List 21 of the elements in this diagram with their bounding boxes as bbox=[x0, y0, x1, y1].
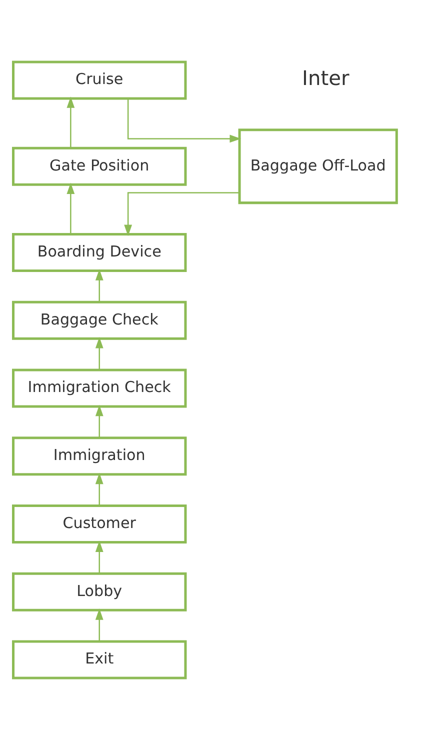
arrow bbox=[124, 192, 240, 236]
node-box: Gate Position bbox=[12, 146, 187, 186]
node-box: Lobby bbox=[12, 572, 187, 612]
arrow bbox=[127, 98, 242, 143]
arrow bbox=[66, 182, 75, 234]
node-box: Boarding Device bbox=[12, 232, 187, 272]
node-box: Cruise bbox=[12, 60, 187, 100]
arrow bbox=[95, 472, 104, 506]
label: Inter bbox=[302, 66, 350, 90]
node-box: Immigration Check bbox=[12, 368, 187, 408]
arrow bbox=[95, 269, 104, 302]
arrow bbox=[95, 336, 104, 370]
node-box: Customer bbox=[12, 504, 187, 544]
node-box: Baggage Check bbox=[12, 300, 187, 340]
node-box: Immigration bbox=[12, 436, 187, 476]
arrow bbox=[95, 404, 104, 438]
node-box: Exit bbox=[12, 640, 187, 680]
arrow bbox=[95, 608, 104, 642]
arrow bbox=[95, 540, 104, 574]
node-box: Baggage Off-Load bbox=[238, 128, 398, 204]
arrow bbox=[66, 96, 75, 148]
